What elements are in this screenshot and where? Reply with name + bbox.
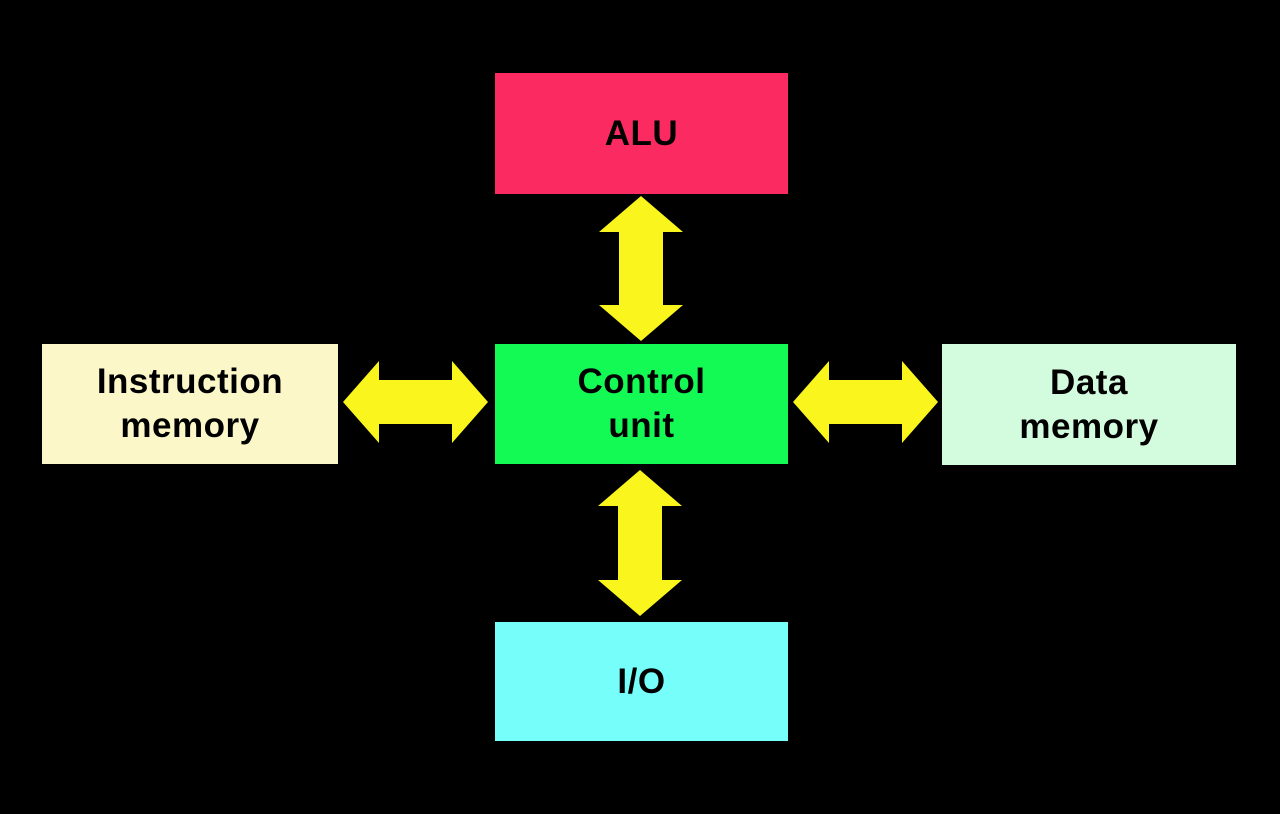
bidirectional-arrow-control-data-memory <box>793 361 938 443</box>
arrow-shape <box>598 470 682 616</box>
bidirectional-arrow-control-io <box>598 470 682 616</box>
node-instruction-memory: Instruction memory <box>40 342 340 466</box>
node-data-memory: Data memory <box>940 342 1238 467</box>
bidirectional-arrow-control-alu <box>599 196 683 341</box>
bidirectional-arrow-control-instruction-memory <box>343 361 488 443</box>
arrow-shape <box>793 361 938 443</box>
arrow-shape <box>343 361 488 443</box>
arrow-shape <box>599 196 683 341</box>
node-alu: ALU <box>493 71 790 196</box>
node-io: I/O <box>493 620 790 743</box>
node-control-unit: Control unit <box>493 342 790 466</box>
